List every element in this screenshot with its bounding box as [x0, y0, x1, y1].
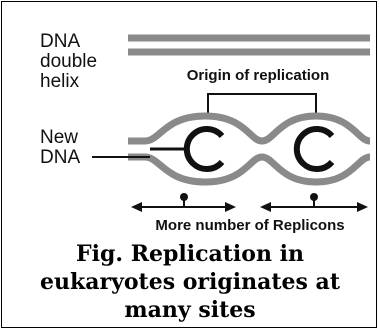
new-dna-label: New DNA — [40, 127, 83, 168]
figure-caption: Fig. Replication in eukaryotes originate… — [0, 240, 380, 324]
caption-line: eukaryotes originates at — [40, 269, 340, 295]
caption-line: many sites — [124, 297, 256, 323]
origin-bracket — [207, 93, 317, 118]
dna-double-helix — [128, 34, 370, 56]
replication-bubble — [293, 126, 335, 172]
replicon-arrow — [260, 193, 368, 212]
replication-bubble — [150, 126, 225, 172]
origin-of-replication-label: Origin of replication — [187, 67, 330, 84]
replicating-dna — [128, 112, 371, 186]
caption-line: Fig. Replication in — [76, 241, 304, 267]
replicon-arrow — [131, 193, 236, 212]
dna-double-helix-label: DNA double helix — [40, 31, 102, 92]
replicons-label: More number of Replicons — [155, 217, 344, 234]
